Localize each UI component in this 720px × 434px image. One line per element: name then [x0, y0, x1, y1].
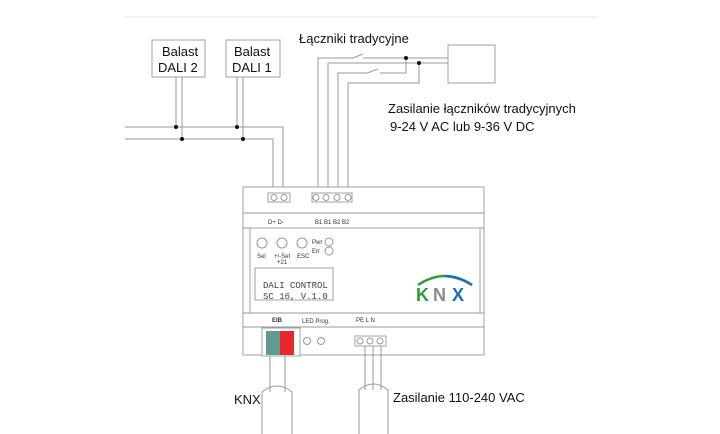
input-terminal-label: B1 B1 B2 B2	[315, 220, 350, 226]
led-label: Err	[312, 249, 320, 255]
knx-cable-label: KNX	[234, 392, 261, 407]
power-terminal	[354, 335, 387, 347]
svg-text:K: K	[416, 285, 429, 305]
button-label: ESC	[297, 254, 310, 260]
bus-label: EIB	[272, 318, 283, 324]
switch-supply-label: Zasilanie łączników tradycyjnych	[388, 101, 576, 116]
ballast-label: Balast	[162, 44, 199, 59]
dali-gateway-device: D+ D- B1 B1 B2 B2 Sel +/-Set +21 ESC Pwr…	[242, 186, 485, 357]
button-label: +/-Set	[274, 254, 291, 260]
led-error	[324, 246, 334, 256]
display-line-2: SC 16, V.1.0	[263, 292, 328, 302]
dali-terminal	[267, 192, 291, 203]
input-terminal	[311, 192, 353, 203]
power-cable-label: Zasilanie 110-240 VAC	[393, 390, 525, 405]
switch-wires	[317, 53, 448, 190]
led-power	[324, 237, 334, 247]
ballast-label: DALI 1	[232, 60, 272, 75]
button-label: Sel	[257, 254, 266, 260]
ballast-label: DALI 2	[158, 60, 198, 75]
display-line-1: DALI CONTROL	[263, 281, 328, 291]
lcd-display	[254, 267, 334, 301]
power-cable	[358, 346, 389, 434]
dali-terminal-label: D+ D-	[268, 220, 284, 226]
ballast-dali-1: Balast DALI 1	[225, 39, 281, 78]
switch-power-supply	[447, 44, 496, 84]
switches-label: Łączniki tradycyjne	[299, 31, 409, 46]
button-label: +21	[277, 260, 288, 266]
svg-text:N: N	[433, 285, 446, 305]
knx-logo: K N X	[416, 274, 473, 305]
prog-led	[303, 337, 311, 345]
knx-bus-connector	[261, 327, 301, 357]
svg-text:X: X	[452, 285, 464, 305]
knx-cable	[261, 356, 293, 434]
led-label: Pwr	[312, 240, 322, 246]
button-esc[interactable]	[296, 237, 308, 249]
switch-supply-voltage: 9-24 V AC lub 9-36 V DC	[390, 119, 535, 134]
ballast-dali-2: Balast DALI 2	[151, 39, 206, 78]
led-prog-label: LED Prog.	[302, 319, 330, 325]
button-set[interactable]	[276, 237, 288, 249]
prog-button[interactable]	[317, 337, 325, 345]
power-terminal-label: PE L N	[356, 318, 375, 324]
ballast-label: Balast	[234, 44, 271, 59]
dali-bus-wires	[125, 77, 284, 190]
button-sel[interactable]	[256, 237, 268, 249]
